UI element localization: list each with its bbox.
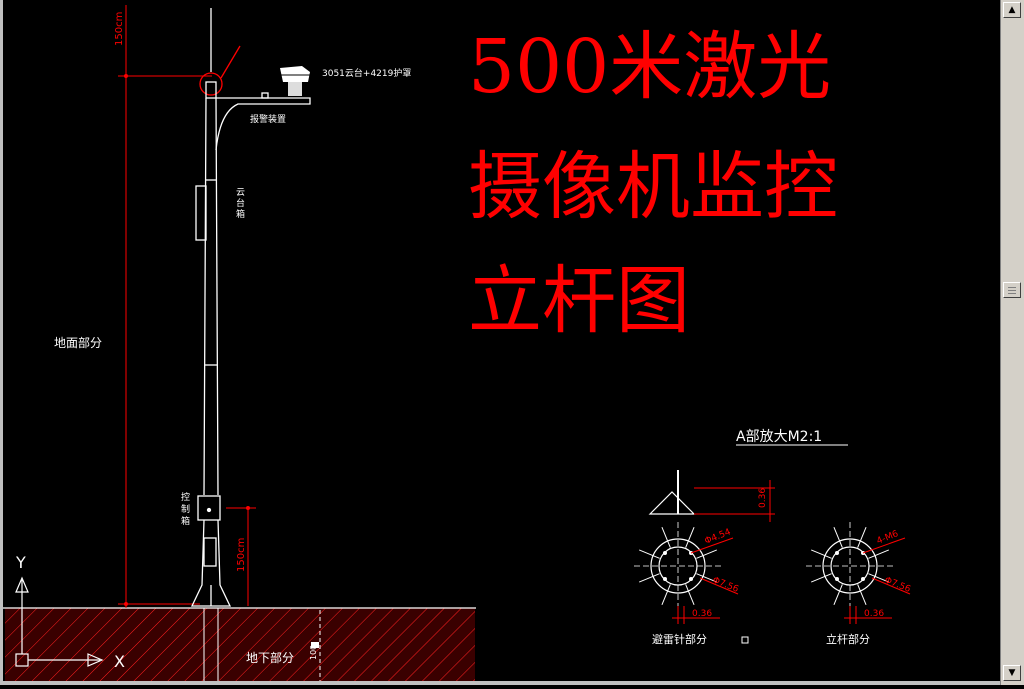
pole-flange (806, 522, 911, 624)
lower-dim-text: 150cm (236, 538, 247, 572)
flange-rib (833, 527, 843, 548)
ucs-x-label: X (114, 652, 125, 671)
service-door (203, 537, 217, 567)
triangle-down-icon: ▼ (1008, 668, 1016, 678)
flange-rib (868, 549, 889, 559)
bolt-hole (663, 551, 667, 555)
flange-rib (868, 573, 889, 583)
alarm-label: 报警装置 (250, 113, 286, 125)
bolt-hole (835, 577, 839, 581)
scroll-up-button[interactable]: ▲ (1003, 2, 1021, 18)
title-line-3: 立杆图 (468, 258, 690, 344)
right-outer-dim: Φ7.56 (883, 576, 912, 596)
pole-shaft (203, 97, 219, 496)
outer-leader (871, 577, 911, 595)
left-bottom-dim: 0.36 (692, 609, 712, 619)
bolt-hole (861, 577, 865, 581)
dim-dot (246, 506, 250, 510)
flange-rib (857, 527, 867, 548)
flange-rib (685, 527, 695, 548)
pantilt-box-label-char: 箱 (236, 208, 245, 220)
title-line-2: 摄像机监控 (468, 144, 838, 230)
outer-leader (699, 577, 739, 595)
vertical-scrollbar[interactable]: ▲ ▼ (1000, 0, 1024, 685)
flange-rib (661, 584, 671, 605)
lightning-rod-flange (634, 522, 739, 624)
rod-tip-dim-text: 0.36 (758, 488, 768, 508)
ground-part-label: 地面部分 (54, 335, 102, 350)
pantilt-box-label-char: 台 (236, 197, 245, 209)
control-box-label-char: 控 (181, 491, 190, 503)
pantilt-head-icon (288, 82, 302, 96)
flange-outer-ring (822, 538, 878, 594)
control-box-lock (206, 507, 212, 513)
flange-rib (811, 573, 832, 583)
title-line-1: 500米激光 (468, 24, 831, 110)
pantilt-box-label-char: 云 (236, 188, 245, 198)
hole-leader (862, 537, 906, 554)
flange-rib (696, 573, 717, 583)
dim-dot (124, 74, 128, 78)
underground-label: 地下部分 (246, 650, 294, 665)
flange-rib (857, 584, 867, 605)
pole-cap (205, 81, 217, 99)
ground-foundation (0, 607, 476, 682)
cursor-pickbox-icon (741, 636, 749, 644)
camera-housing-icon (280, 66, 310, 82)
right-flange-caption: 立杆部分 (826, 632, 870, 646)
flange-rib (639, 573, 660, 583)
ucs-x-arrow-icon (87, 653, 104, 667)
triangle-up-icon: ▲ (1008, 5, 1016, 15)
hole-leader (690, 537, 734, 554)
ucs-icon (15, 576, 104, 667)
bolt-hole (835, 551, 839, 555)
viewport-left-border (0, 0, 3, 685)
ground-hatch (5, 608, 475, 682)
flange-rib (696, 549, 717, 559)
viewport-bottom-border (0, 681, 1024, 685)
rod-tip-triangle (648, 491, 696, 515)
right-bottom-dim: 0.36 (864, 609, 884, 619)
dim-tick-marks (124, 74, 250, 606)
left-outer-dim: Φ7.56 (711, 576, 740, 596)
left-flange-caption: 避雷针部分 (652, 632, 707, 646)
alarm-bracket (261, 92, 269, 99)
flange-rib (685, 584, 695, 605)
ucs-y-arrow-icon (15, 576, 29, 593)
top-dim-text: 150cm (114, 12, 125, 46)
control-box-label-char: 制 (181, 503, 190, 515)
detail-a-marker (199, 72, 223, 96)
depth-marker (311, 642, 319, 648)
depth-dim-text: 100 (309, 645, 318, 660)
bolt-hole (663, 577, 667, 581)
drawing-svg: 150cm 3051云台+4219护罩 报警装置 地面部分 150cm 地下部分… (0, 5, 912, 682)
control-box (197, 495, 221, 521)
camera-label: 3051云台+4219护罩 (322, 67, 411, 79)
monitoring-pole (190, 8, 311, 607)
ucs-y-label: Y (15, 553, 26, 572)
dim-dot (124, 602, 128, 606)
scroll-thumb[interactable] (1003, 282, 1021, 298)
bolt-hole (689, 577, 693, 581)
flange-rib (661, 527, 671, 548)
flange-rib (639, 549, 660, 559)
camera-arm (215, 97, 311, 151)
flange-rib (811, 549, 832, 559)
rod-tip-detail (648, 470, 775, 522)
camera-assembly (280, 66, 310, 96)
detail-a-leader (220, 45, 241, 79)
scroll-down-button[interactable]: ▼ (1003, 665, 1021, 681)
flange-rib (833, 584, 843, 605)
pantilt-box (195, 185, 207, 241)
flange-outer-ring (650, 538, 706, 594)
height-dimensions (118, 5, 256, 608)
control-box-label-char: 箱 (181, 515, 190, 527)
detail-heading: A部放大M2:1 (736, 429, 822, 445)
